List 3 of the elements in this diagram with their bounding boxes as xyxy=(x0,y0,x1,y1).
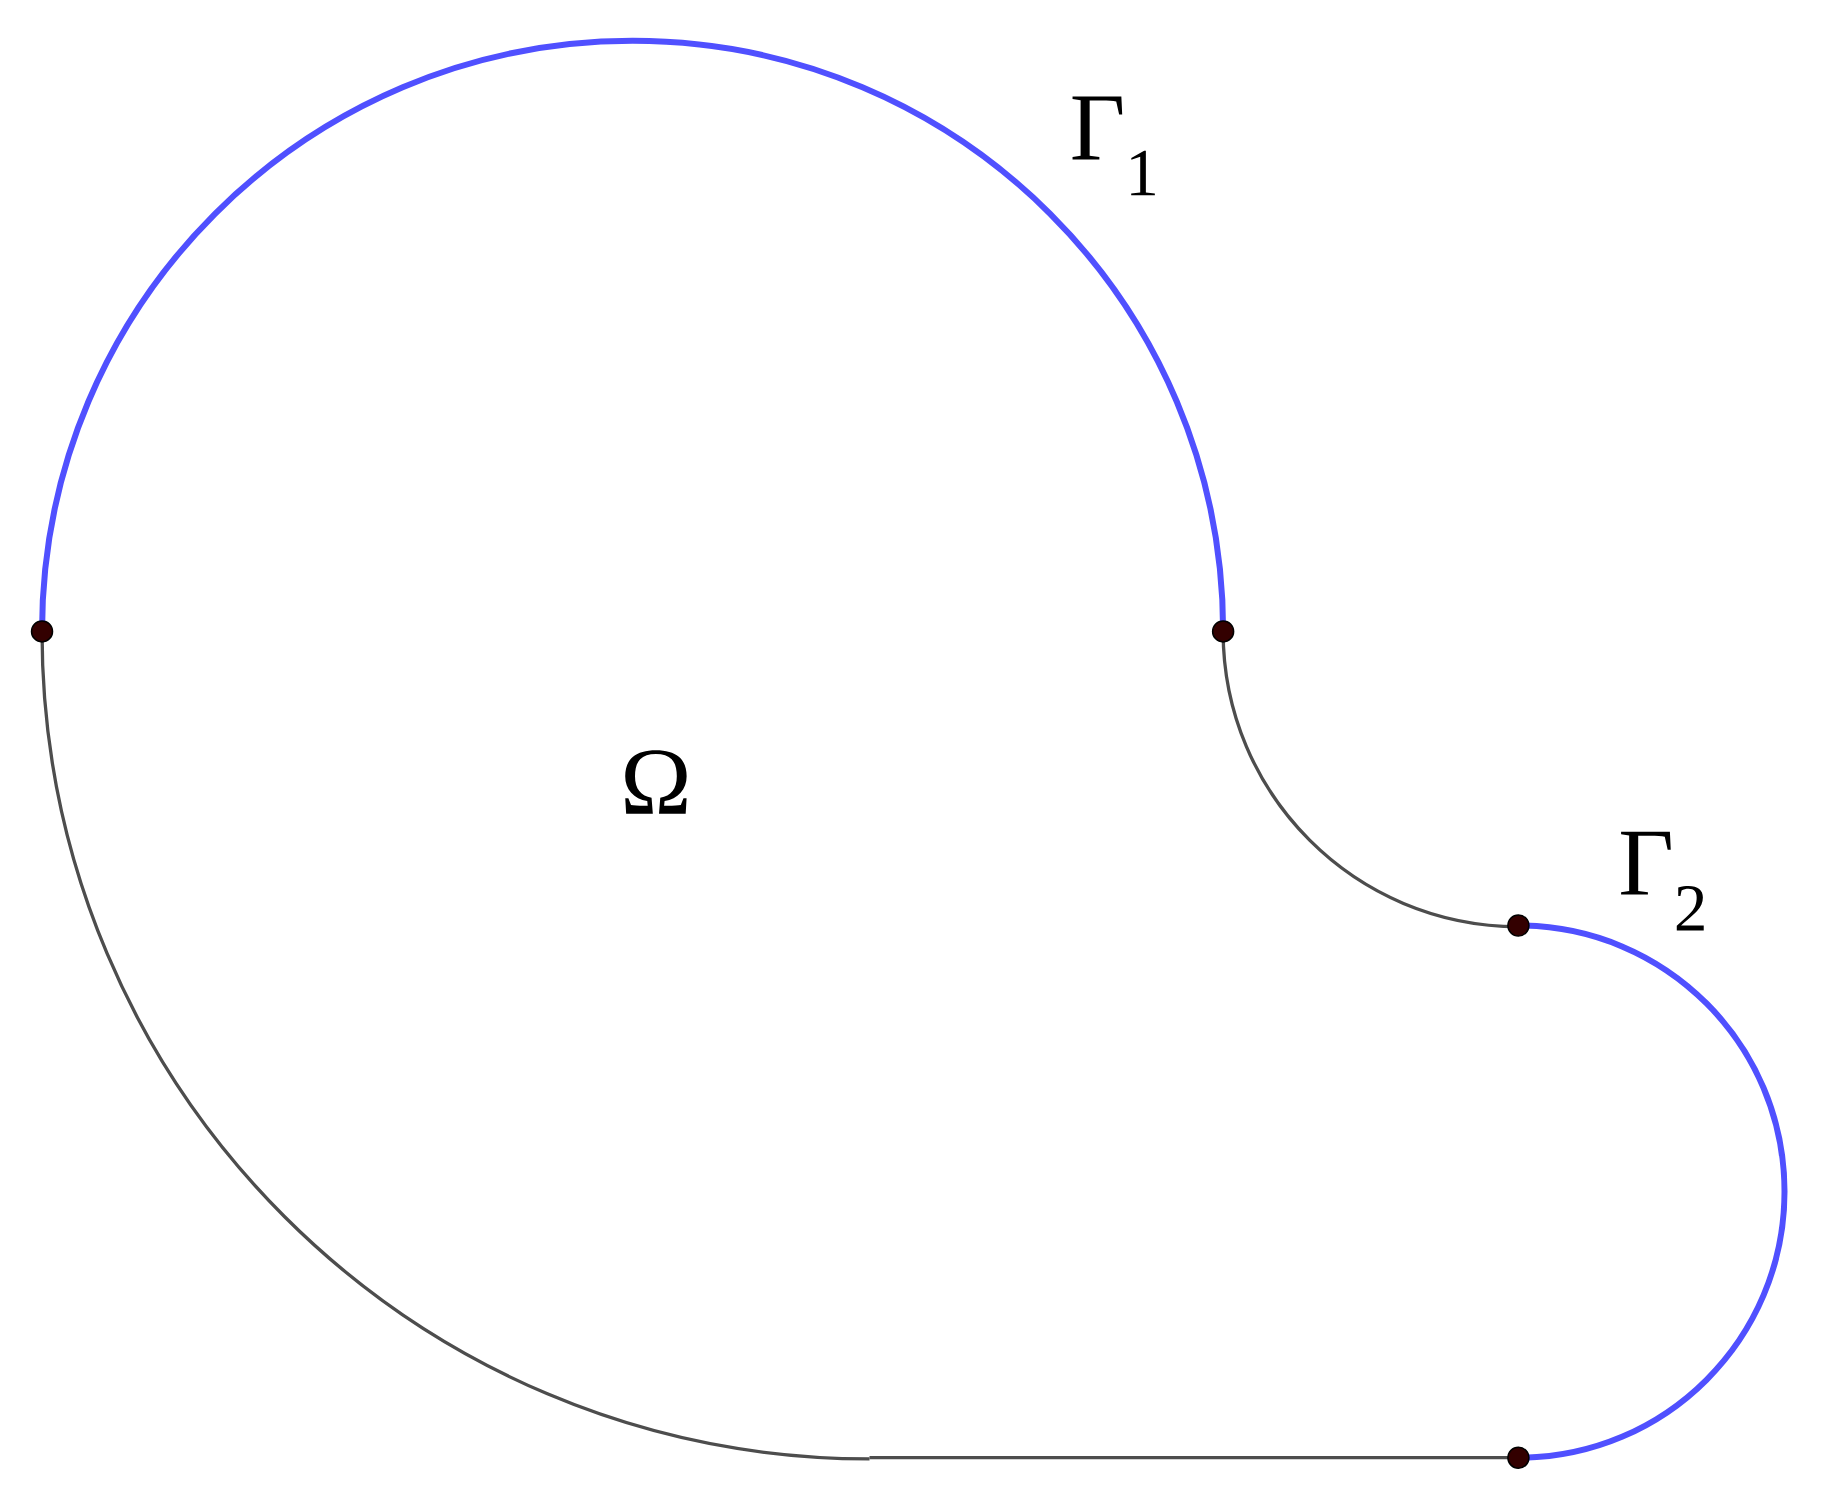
boundary-label: Γ$_{2}$ xyxy=(1621,831,1704,931)
boundary-label: Γ$_{1}$ xyxy=(1072,96,1155,195)
boundary-label: Ω xyxy=(625,749,687,814)
